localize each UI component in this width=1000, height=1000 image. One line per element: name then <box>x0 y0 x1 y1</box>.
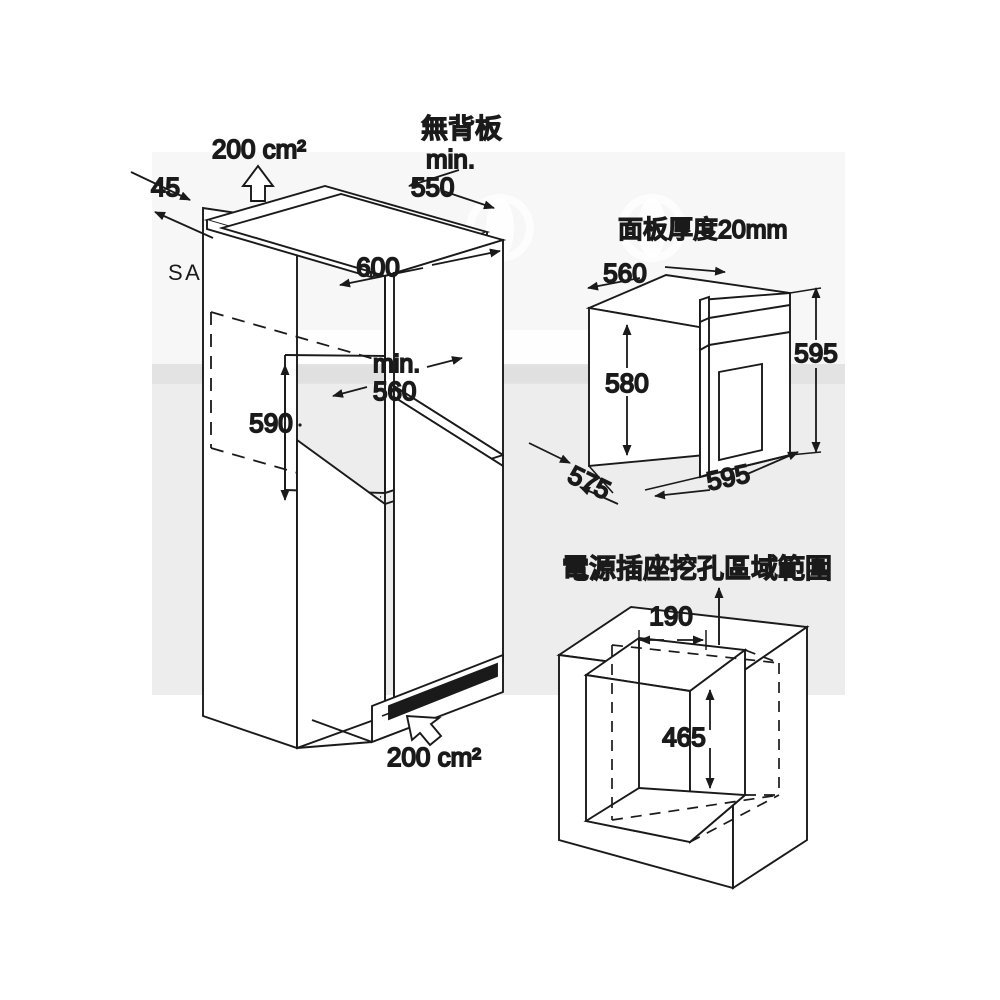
dim-595-depth <box>654 451 799 500</box>
diagram-cabinet-niche: 45 200 cm² 無背板 min. 550 600 590 min. 560 <box>130 113 507 773</box>
oven-control-strip-lower <box>708 331 791 346</box>
dim-560-oven-label: 560 <box>603 258 646 288</box>
dim-45-label: 45 <box>151 172 180 202</box>
vent-arrow-top <box>241 164 275 202</box>
dim-600-label: 600 <box>356 252 399 282</box>
panel-thickness-label: 面板厚度20mm <box>618 216 787 244</box>
dim-550-label: 550 <box>411 172 454 202</box>
oven-control-strip <box>708 304 791 319</box>
dim-575 <box>528 442 619 505</box>
dim-560-oven <box>587 266 726 291</box>
dim-595-height-label: 595 <box>794 338 837 368</box>
dim-45 <box>130 171 214 239</box>
dim-190-label: 190 <box>649 601 692 631</box>
dim-560 <box>332 356 463 398</box>
vent-top-label: 200 cm² <box>212 134 306 164</box>
dim-560-label: 560 <box>373 376 416 406</box>
dim-550 <box>408 169 495 210</box>
dim-580-label: 580 <box>605 368 648 398</box>
niche-min-word-top: min. <box>426 144 475 174</box>
diagram-oven-body: 面板厚度20mm 560 580 <box>528 215 839 506</box>
no-back-panel-label: 無背板 <box>421 114 502 144</box>
cabinet-vent-slot <box>388 662 498 721</box>
socket-box-right-face <box>732 625 808 890</box>
niche-opening-top <box>284 354 386 357</box>
dim-590-label: 590 <box>249 408 292 438</box>
dim-190 <box>638 630 707 650</box>
dim-465-label: 465 <box>662 722 705 752</box>
vent-arrow-bottom <box>405 714 443 747</box>
oven-front-panel-edge <box>699 295 710 479</box>
cabinet-back-panel <box>202 206 298 750</box>
cabinet-vent-slot-2 <box>381 673 493 717</box>
vent-bottom-label: 200 cm² <box>387 742 481 772</box>
dim-600 <box>339 248 501 288</box>
socket-hidden-outline <box>611 644 780 843</box>
socket-cutout-title: 電源插座挖孔區域範圍 <box>562 554 832 584</box>
diagram-socket-cutout: 電源插座挖孔區域範圍 <box>556 553 833 890</box>
niche-min-word: min. <box>373 350 420 378</box>
oven-door-window <box>718 362 763 462</box>
niche-hidden-outline <box>210 311 382 498</box>
